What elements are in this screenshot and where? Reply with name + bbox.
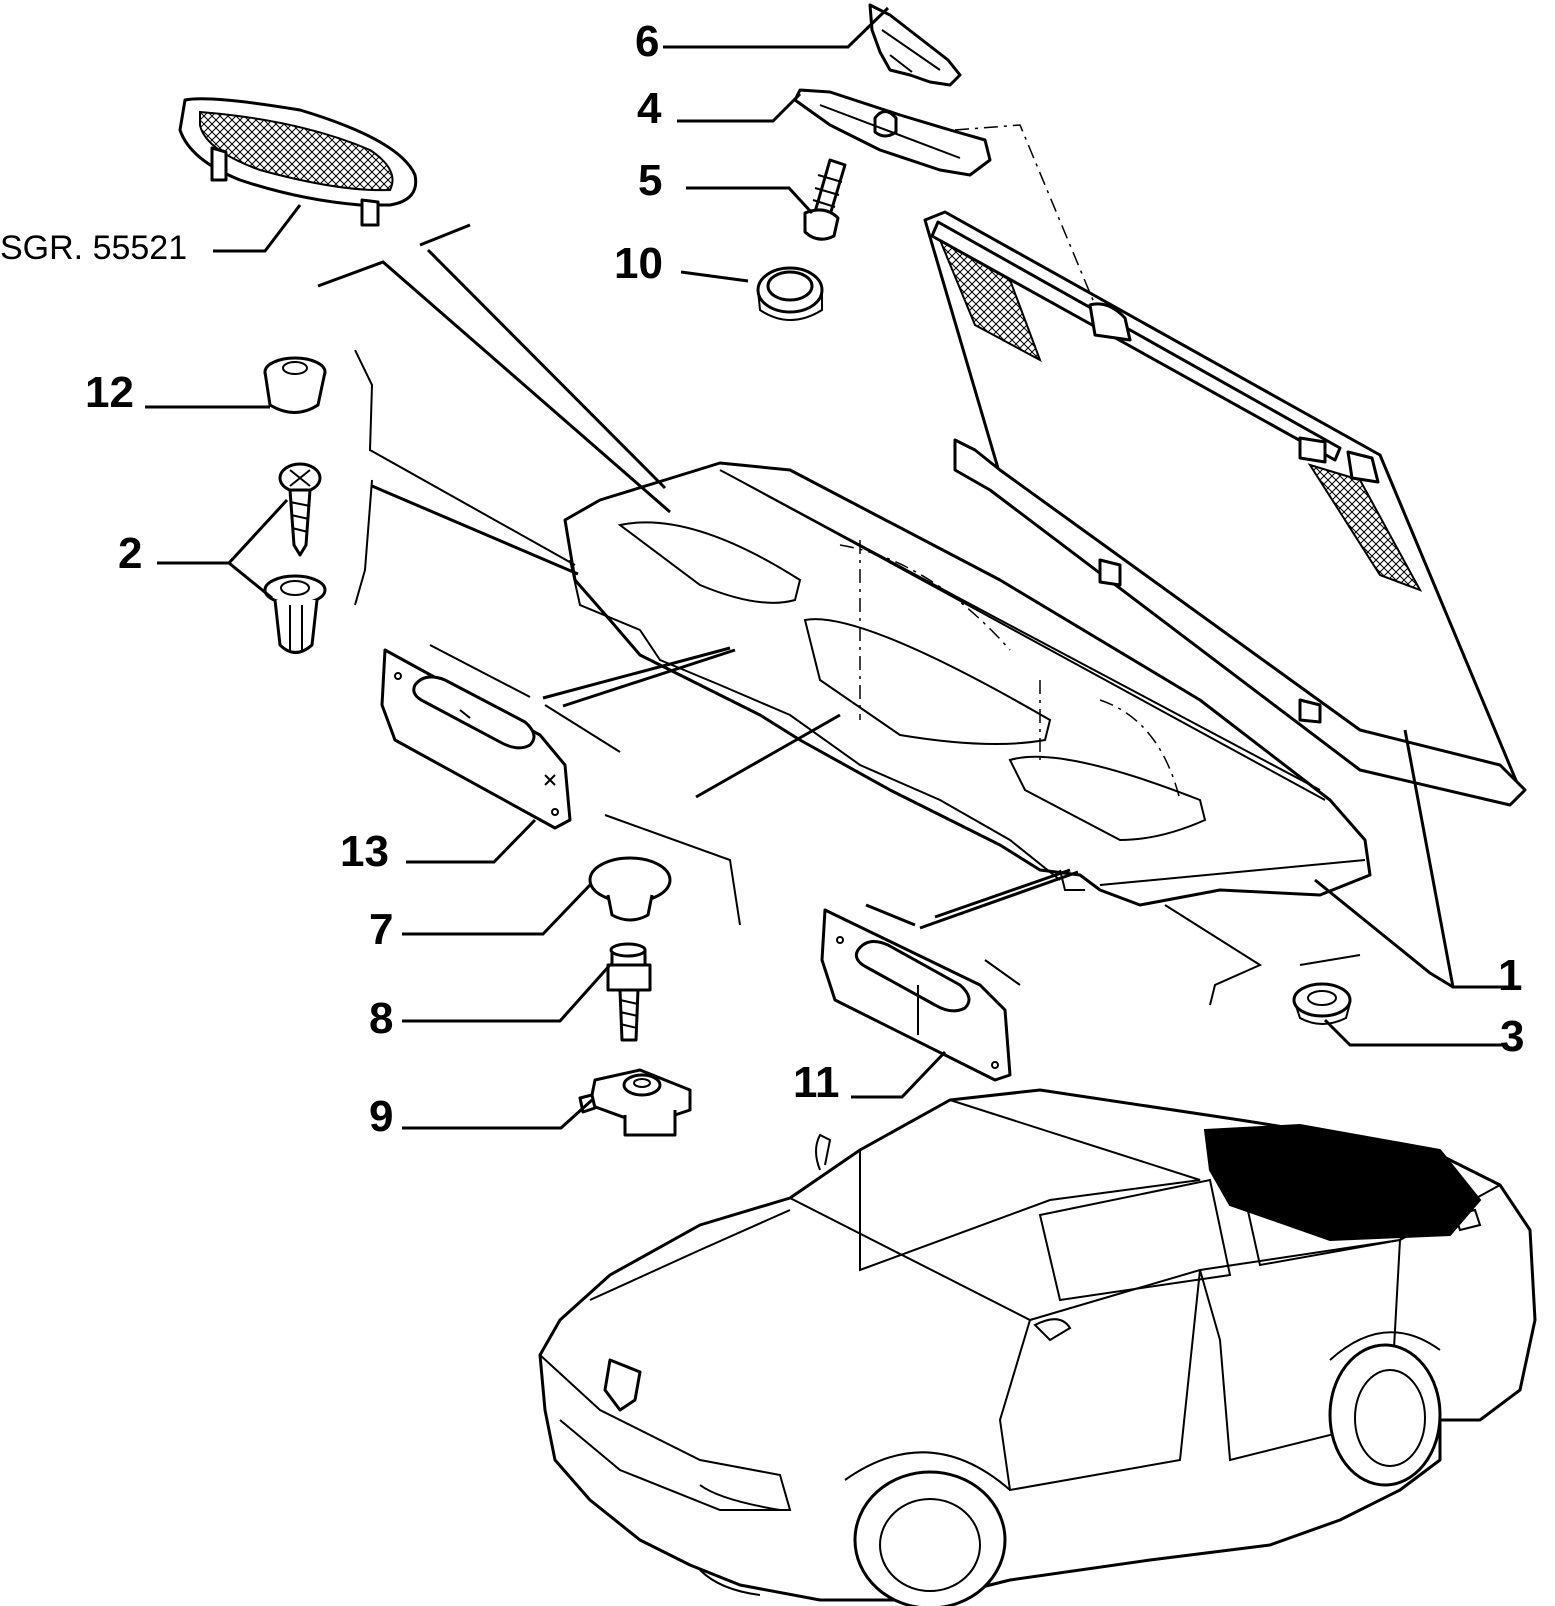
part-5-screw (803, 158, 847, 241)
callout-4: 4 (637, 84, 662, 133)
part-10-ring (756, 266, 824, 321)
part-9-nut-clip (578, 1068, 692, 1137)
callout-13: 13 (340, 827, 389, 876)
part-11-cover-plate (820, 908, 1012, 1082)
callout-10: 10 (614, 239, 663, 288)
callout-7: 7 (369, 905, 393, 954)
part-7-button (588, 856, 672, 922)
callout-5: 5 (638, 156, 662, 205)
callout-1: 1 (1498, 951, 1522, 1000)
callout-11: 11 (793, 1058, 840, 1107)
part-8-stud (606, 942, 652, 1042)
leader-lines (145, 6, 1505, 1130)
callout-12: 12 (85, 368, 134, 417)
car-illustration (538, 1088, 1537, 1606)
callout-3: 3 (1500, 1012, 1524, 1061)
reference-label: SGR. 55521 (0, 229, 187, 267)
callout-2: 2 (118, 529, 142, 578)
callout-labels: 6 4 5 10 12 2 13 7 8 9 11 1 3 SGR. 55521 (0, 17, 1524, 1141)
part-12-plug (263, 356, 327, 414)
construction-lines (354, 349, 1361, 1006)
callout-9: 9 (369, 1092, 393, 1141)
part-3-grommet (1292, 982, 1352, 1025)
part-2-screw-and-clip (263, 462, 327, 654)
part-4-bracket (793, 88, 992, 177)
callout-8: 8 (369, 994, 393, 1043)
part-6-clip (868, 3, 962, 87)
callout-6: 6 (635, 17, 659, 66)
part-13-cover-plate (380, 648, 572, 830)
grille-ref-55521 (178, 97, 418, 227)
part-1-roller-blind (923, 124, 1527, 807)
part-1-parcel-shelf (563, 461, 1372, 907)
